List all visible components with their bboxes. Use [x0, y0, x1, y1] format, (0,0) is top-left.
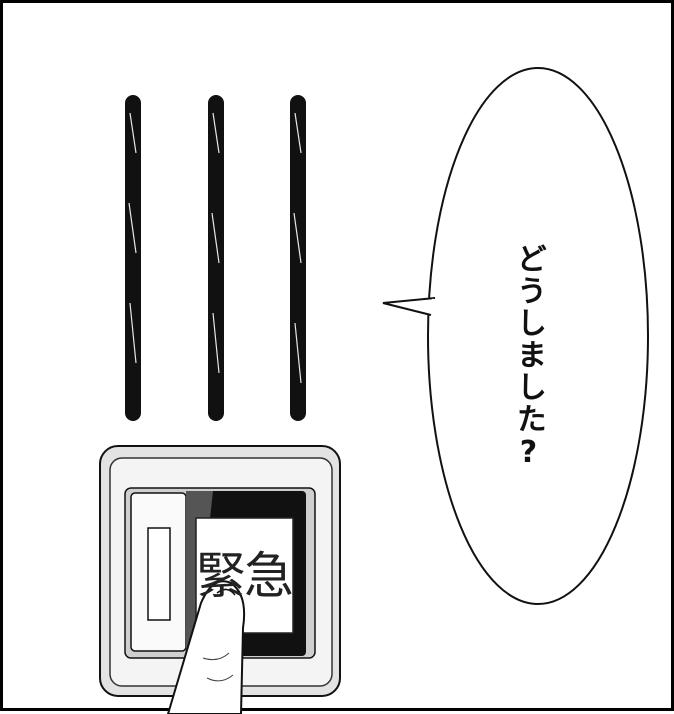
- emergency-button-label: 緊急: [196, 547, 294, 605]
- emphasis-line-2: [208, 95, 224, 421]
- emphasis-lines: [125, 95, 306, 421]
- emergency-button-housing: [99, 445, 341, 697]
- speech-bubble-text: どうしました?: [511, 243, 546, 472]
- emphasis-line-1: [125, 95, 141, 421]
- emphasis-line-3: [290, 95, 306, 421]
- panel-artwork: [99, 67, 649, 714]
- finger: [166, 580, 246, 714]
- speech-bubble: [382, 67, 649, 605]
